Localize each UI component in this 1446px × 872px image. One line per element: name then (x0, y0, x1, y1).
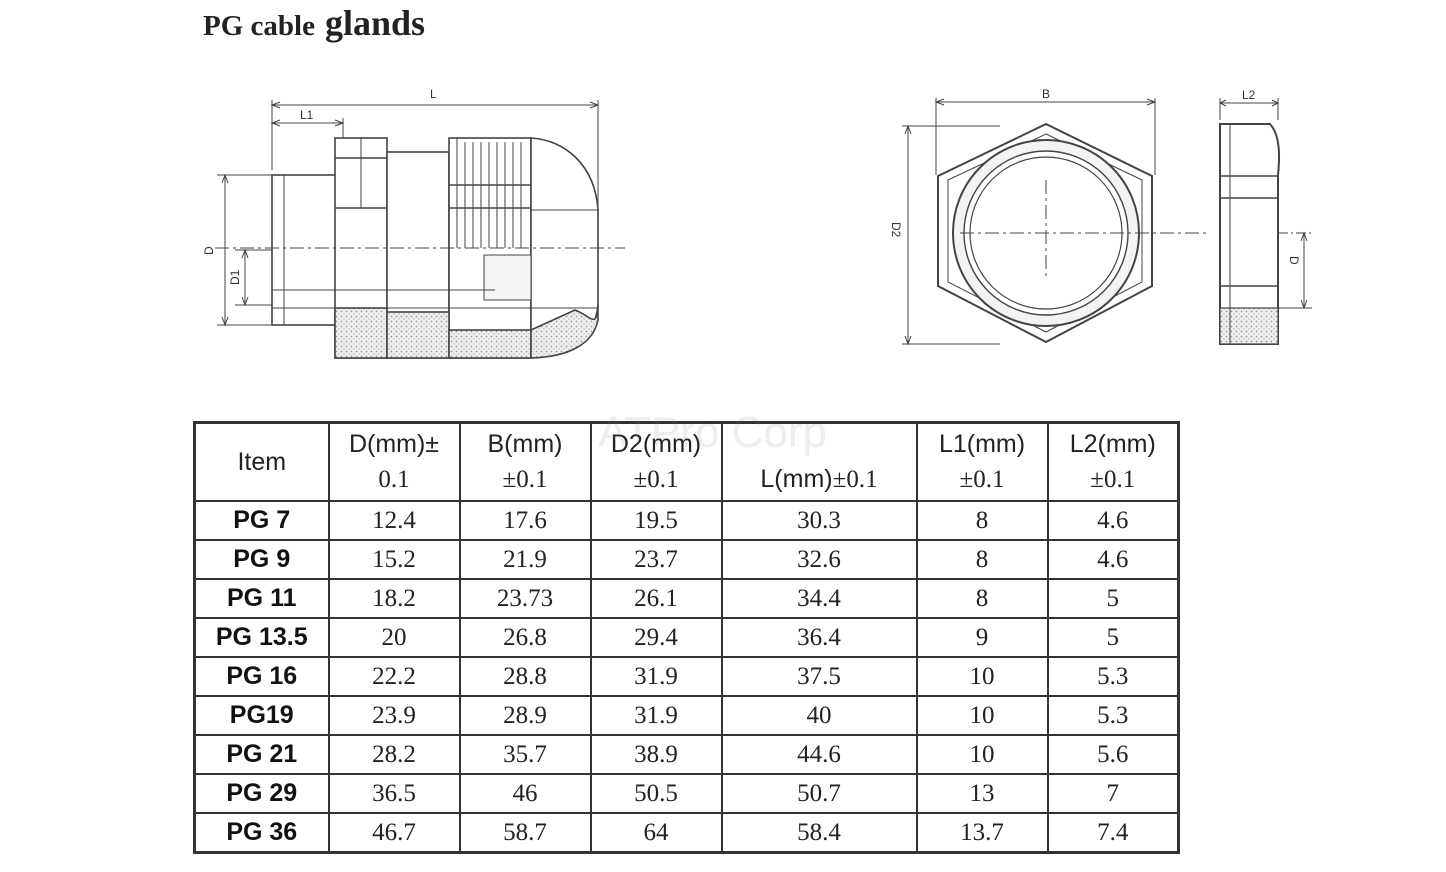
cell-b: 28.9 (458, 695, 592, 736)
cell-item: PG 9 (193, 539, 330, 580)
cell-l1: 10 (915, 734, 1049, 775)
dimension-label-b: B (1042, 87, 1050, 101)
page-title: PG cable glands (203, 2, 425, 44)
cell-l2: 4.6 (1046, 539, 1180, 580)
title-part-2: glands (324, 3, 426, 43)
cell-b: 26.8 (458, 617, 592, 658)
cell-b: 23.73 (458, 578, 592, 619)
cell-l: 37.5 (720, 656, 918, 697)
dimension-label-l2: L2 (1242, 88, 1256, 102)
cell-item: PG 11 (193, 578, 330, 619)
header-d2: D2(mm)±0.1 (589, 421, 723, 502)
cell-b: 21.9 (458, 539, 592, 580)
specification-table: Item D(mm)±0.1 B(mm)±0.1 D2(mm)±0.1 L(mm… (193, 421, 1180, 854)
cell-b: 35.7 (458, 734, 592, 775)
cell-item: PG 13.5 (193, 617, 330, 658)
cell-l2: 5 (1046, 578, 1180, 619)
cell-d: 12.4 (327, 500, 461, 541)
cell-l2: 4.6 (1046, 500, 1180, 541)
cell-d: 15.2 (327, 539, 461, 580)
cable-gland-side-view-drawing: L L1 D D1 (202, 87, 625, 359)
cell-d: 23.9 (327, 695, 461, 736)
dimension-label-l1: L1 (300, 108, 314, 122)
lock-nut-views-drawing: B D2 L2 D (889, 87, 1312, 346)
table-header-row: Item D(mm)±0.1 B(mm)±0.1 D2(mm)±0.1 L(mm… (193, 421, 1180, 502)
header-l1: L1(mm)±0.1 (915, 421, 1049, 502)
cell-l2: 5 (1046, 617, 1180, 658)
cell-item: PG 29 (193, 773, 330, 814)
cell-d: 18.2 (327, 578, 461, 619)
cell-l: 58.4 (720, 812, 918, 854)
dimension-label-d1: D1 (228, 269, 242, 285)
cell-l1: 9 (915, 617, 1049, 658)
cell-d: 46.7 (327, 812, 461, 854)
title-part-1: PG cable (203, 10, 315, 42)
cell-l: 50.7 (720, 773, 918, 814)
cell-b: 28.8 (458, 656, 592, 697)
cell-d2: 31.9 (589, 656, 723, 697)
cell-d2: 64 (589, 812, 723, 854)
dimension-label-l: L (430, 87, 437, 101)
cell-l1: 10 (915, 656, 1049, 697)
cell-l2: 5.3 (1046, 695, 1180, 736)
cell-l: 30.3 (720, 500, 918, 541)
cell-d: 22.2 (327, 656, 461, 697)
header-item: Item (193, 421, 330, 502)
cell-l1: 13 (915, 773, 1049, 814)
cell-b: 17.6 (458, 500, 592, 541)
cell-item: PG 7 (193, 500, 330, 541)
cell-item: PG19 (193, 695, 330, 736)
dimension-label-d2: D2 (889, 222, 903, 238)
cell-l: 44.6 (720, 734, 918, 775)
cell-l1: 8 (915, 578, 1049, 619)
cell-b: 58.7 (458, 812, 592, 854)
cell-item: PG 16 (193, 656, 330, 697)
cell-l: 32.6 (720, 539, 918, 580)
cell-l2: 5.3 (1046, 656, 1180, 697)
cell-l1: 10 (915, 695, 1049, 736)
cell-l1: 8 (915, 539, 1049, 580)
cell-item: PG 21 (193, 734, 330, 775)
header-l: L(mm)±0.1 (720, 421, 918, 502)
cell-d: 28.2 (327, 734, 461, 775)
cell-d2: 31.9 (589, 695, 723, 736)
dimension-label-d: D (202, 246, 216, 255)
cell-d2: 50.5 (589, 773, 723, 814)
dimension-label-d-nut: D (1287, 256, 1301, 265)
header-d: D(mm)±0.1 (327, 421, 461, 502)
cell-l: 34.4 (720, 578, 918, 619)
cell-l2: 7 (1046, 773, 1180, 814)
cell-d: 36.5 (327, 773, 461, 814)
cell-d2: 19.5 (589, 500, 723, 541)
cell-b: 46 (458, 773, 592, 814)
cell-d2: 29.4 (589, 617, 723, 658)
cell-l1: 8 (915, 500, 1049, 541)
cell-d: 20 (327, 617, 461, 658)
cell-d2: 26.1 (589, 578, 723, 619)
cell-l1: 13.7 (915, 812, 1049, 854)
cell-l: 36.4 (720, 617, 918, 658)
header-l2: L2(mm)±0.1 (1046, 421, 1180, 502)
cell-l2: 7.4 (1046, 812, 1180, 854)
cell-item: PG 36 (193, 812, 330, 854)
cell-l: 40 (720, 695, 918, 736)
header-b: B(mm)±0.1 (458, 421, 592, 502)
cell-l2: 5.6 (1046, 734, 1180, 775)
cell-d2: 38.9 (589, 734, 723, 775)
cell-d2: 23.7 (589, 539, 723, 580)
